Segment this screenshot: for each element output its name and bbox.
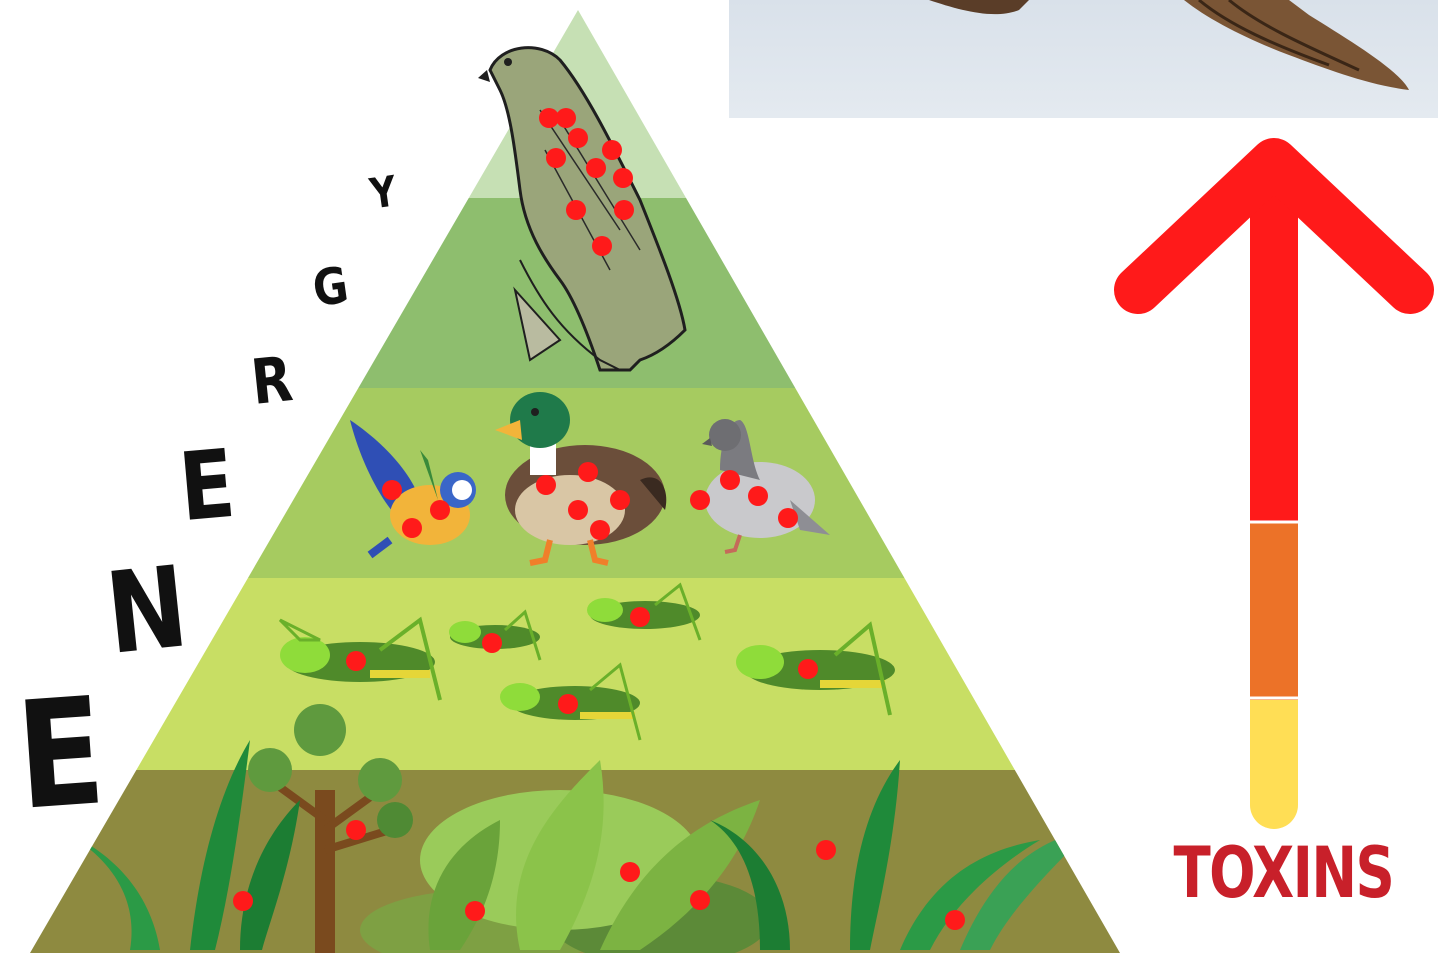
falcon-wing-left (929, 0, 1029, 14)
toxin-dot (382, 480, 402, 500)
toxin-dot (536, 475, 556, 495)
toxin-arrow (1138, 162, 1410, 805)
toxin-dot (465, 901, 485, 921)
toxin-dot (778, 508, 798, 528)
toxin-dot (748, 486, 768, 506)
toxin-dot (945, 910, 965, 930)
toxin-dot (578, 462, 598, 482)
toxin-dot (586, 158, 606, 178)
toxin-dot (592, 236, 612, 256)
toxin-dot (346, 820, 366, 840)
toxin-dot (720, 470, 740, 490)
toxin-dot (602, 140, 622, 160)
energy-letter-1: E (13, 677, 109, 831)
toxin-dot (568, 500, 588, 520)
toxin-dot (558, 694, 578, 714)
toxin-dot (816, 840, 836, 860)
toxin-dot (590, 520, 610, 540)
energy-letter-4: R (248, 348, 295, 414)
energy-letter-3: E (176, 438, 239, 536)
toxin-dot (346, 651, 366, 671)
energy-letter-5: G (310, 260, 352, 314)
toxins-label: TOXINS (1174, 838, 1369, 908)
toxin-dot (690, 890, 710, 910)
toxin-dot (613, 168, 633, 188)
toxin-dot (630, 607, 650, 627)
toxin-dot (610, 490, 630, 510)
toxin-dot (233, 891, 253, 911)
toxin-dot (546, 148, 566, 168)
toxin-dot (690, 490, 710, 510)
toxin-dot (566, 200, 586, 220)
toxin-dot (430, 500, 450, 520)
toxin-dot (620, 862, 640, 882)
toxin-dot (798, 659, 818, 679)
energy-letter-2: N (101, 551, 192, 671)
toxin-dot (482, 633, 502, 653)
toxin-dot (556, 108, 576, 128)
tier-herbivore (0, 578, 1444, 770)
toxin-dot (614, 200, 634, 220)
toxin-dot (568, 128, 588, 148)
toxin-dot (402, 518, 422, 538)
falcon-photo (729, 0, 1438, 118)
